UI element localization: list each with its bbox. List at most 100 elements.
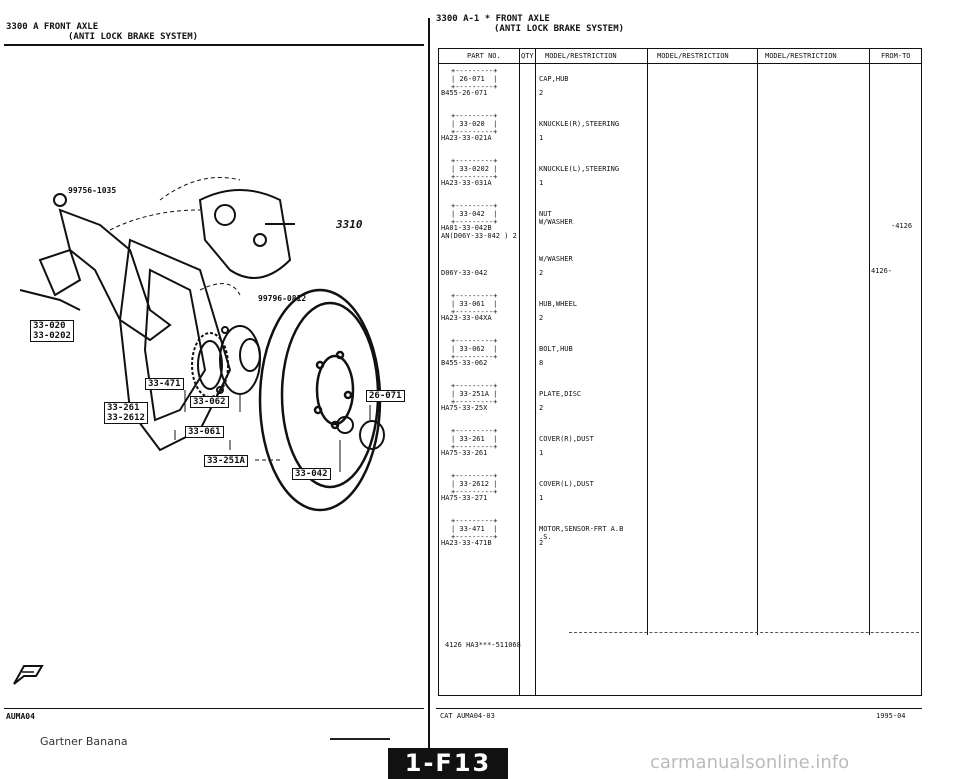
table-row: +---------+ | 33-0202 | +---------+HA23-… [439, 157, 921, 193]
callout-33-020: 33-020 33-0202 [30, 320, 74, 342]
description: HUB,WHEEL [539, 300, 577, 308]
table-row: +---------+ | 33-261 | +---------+HA75-3… [439, 427, 921, 463]
ref-box: +---------+ | 33-062 | +---------+ [451, 337, 498, 361]
col-from-to: FROM-TO [881, 52, 911, 60]
part-number: B455-26-071 [441, 89, 488, 97]
ref-box: +---------+ | 33-261 | +---------+ [451, 427, 498, 451]
table-row: +---------+ | 26-071 | +---------+B455-2… [439, 67, 921, 103]
part-number: B455-33-062 [441, 359, 488, 367]
left-header: 3300 A FRONT AXLE (ANTI LOCK BRAKE SYSTE… [6, 22, 198, 42]
right-header-subtitle: (ANTI LOCK BRAKE SYSTEM) [494, 24, 625, 34]
callout-33-062: 33-062 [190, 396, 229, 408]
site-watermark: carmanualsonline.info [650, 752, 850, 773]
ref-box: +---------+ | 33-0202 | +---------+ [451, 157, 498, 181]
description: W/WASHER [539, 255, 573, 263]
part-number: HA23-33-471B [441, 539, 492, 547]
description: NUT W/WASHER [539, 210, 573, 226]
brake-caliper-drawing [198, 189, 292, 279]
description: KNUCKLE(R),STEERING [539, 120, 620, 128]
nut-cap-drawing [336, 416, 385, 450]
table-dash-rule [569, 632, 919, 633]
catalog-date: 1995-04 [876, 712, 906, 720]
catalog-number: CAT AUMA04-03 [440, 712, 495, 720]
left-header-subtitle: (ANTI LOCK BRAKE SYSTEM) [68, 32, 199, 42]
col-qty: QTY [521, 52, 534, 60]
part-number: HA75-33-261 [441, 449, 488, 457]
to-value: -4126 [891, 222, 913, 230]
right-header-title: 3300 A-1 * FRONT AXLE [436, 14, 550, 24]
center-divider [428, 18, 430, 758]
ref-box: +---------+ | 33-2612 | +---------+ [451, 472, 498, 496]
callout-33-061: 33-061 [185, 426, 224, 438]
quantity: 1 [539, 494, 544, 502]
dust-cover-drawing [118, 238, 232, 452]
callout-26-071: 26-071 [366, 390, 405, 402]
bottom-dash [330, 738, 390, 740]
ref-box: +---------+ | 26-071 | +---------+ [451, 67, 498, 91]
sensor-ring-drawing [191, 332, 229, 398]
callout-33-261: 33-261 33-2612 [104, 402, 148, 424]
quantity: 2 [539, 539, 544, 547]
callout-33-042: 33-042 [292, 468, 331, 480]
description: CAP,HUB [539, 75, 569, 83]
ref-box: +---------+ | 33-020 | +---------+ [451, 112, 498, 136]
from-value: 4126- [871, 267, 893, 275]
col-model-3: MODEL/RESTRICTION [765, 52, 837, 60]
left-header-title: 3300 A FRONT AXLE [6, 22, 99, 32]
table-row: +---------+ | 33-062 | +---------+B455-3… [439, 337, 921, 373]
quantity: 1 [539, 449, 544, 457]
table-header: PART NO. QTY MODEL/RESTRICTION MODEL/RES… [439, 49, 921, 64]
part-number: D06Y-33-042 [441, 269, 488, 277]
description: COVER(R),DUST [539, 435, 594, 443]
bottom-rule-right [436, 708, 922, 709]
part-label-mid: 99796-0812 [258, 294, 307, 303]
hub-drawing [216, 325, 261, 395]
col-divider [519, 49, 520, 695]
description: BOLT,HUB [539, 345, 573, 353]
ref-box: +---------+ | 33-471 | +---------+ [451, 517, 498, 541]
part-number: HA23-33-031A [441, 179, 492, 187]
catalog-code: AUMA04 [6, 712, 35, 721]
table-row: +---------+ | 33-020 | +---------+HA23-3… [439, 112, 921, 148]
part-number: HA75-33-25X [441, 404, 488, 412]
part-number: HA23-33-04XA [441, 314, 492, 322]
table-footnote: 4126 HA3***-511068 [445, 641, 521, 649]
part-number: HA75-33-271 [441, 494, 488, 502]
quantity: 1 [539, 179, 544, 187]
description: COVER(L),DUST [539, 480, 594, 488]
description: PLATE,DISC [539, 390, 582, 398]
col-divider [757, 49, 758, 635]
page-tab [388, 748, 508, 779]
quantity: 8 [539, 359, 544, 367]
steering-knuckle-drawing [19, 193, 172, 342]
part-number: HA23-33-021A [441, 134, 492, 142]
col-model-2: MODEL/RESTRICTION [657, 52, 729, 60]
col-model-1: MODEL/RESTRICTION [545, 52, 617, 60]
table-row: +---------+ | 33-061 | +---------+HA23-3… [439, 292, 921, 328]
callout-33-471: 33-471 [145, 378, 184, 390]
table-row: +---------+ | 33-2612 | +---------+HA75-… [439, 472, 921, 508]
description: MOTOR,SENSOR-FRT A.B .S. [539, 525, 624, 541]
ref-box: +---------+ | 33-251A | +---------+ [451, 382, 498, 406]
page-number: 1-F13 [404, 749, 492, 777]
part-number: HA01-33-042B AN(D06Y-33-042 ) 2 [441, 224, 517, 240]
catalog-logo-icon [13, 665, 44, 685]
ref-box: +---------+ | 33-061 | +---------+ [451, 292, 498, 316]
col-divider [535, 49, 536, 695]
table-row: +---------+ | 33-251A | +---------+HA75-… [439, 382, 921, 418]
ref-3310-label: 3310 [336, 218, 363, 231]
bottom-rule-left [4, 708, 424, 709]
right-header: 3300 A-1 * FRONT AXLE (ANTI LOCK BRAKE S… [436, 14, 624, 34]
quantity: 2 [539, 314, 544, 322]
table-row: +---------+ | 33-042 | +---------+HA01-3… [439, 202, 921, 240]
col-divider [647, 49, 648, 635]
table-row: +---------+ | 33-471 | +---------+HA23-3… [439, 517, 921, 553]
parts-table: PART NO. QTY MODEL/RESTRICTION MODEL/RES… [438, 48, 922, 696]
exploded-diagram: 99756-1035 99796-0812 3310 33-020 33-020… [0, 150, 428, 530]
quantity: 2 [539, 404, 544, 412]
watermark-text: Gartner Banana [40, 735, 128, 748]
description: KNUCKLE(L),STEERING [539, 165, 620, 173]
quantity: 1 [539, 134, 544, 142]
col-divider [869, 49, 870, 635]
